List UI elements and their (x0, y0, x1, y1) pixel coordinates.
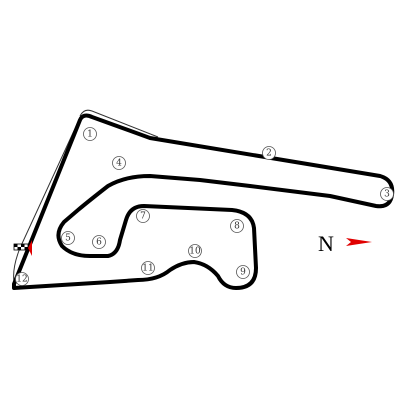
turn-number: 2 (266, 149, 272, 159)
compass-letter: N (318, 231, 334, 256)
turn-marker-1: 1 (83, 127, 97, 141)
turn-circle (112, 156, 126, 170)
race-track (12, 113, 395, 290)
turn-number: 10 (189, 247, 201, 257)
turn-marker-4: 4 (112, 156, 126, 170)
turn-circle (15, 272, 29, 286)
start-finish-marker (13, 240, 32, 256)
turn-circle (236, 265, 250, 279)
turn-marker-8: 8 (230, 219, 244, 233)
compass: N (318, 231, 372, 256)
turn-number: 12 (16, 275, 27, 285)
turn-number: 5 (65, 234, 71, 244)
turn-marker-9: 9 (236, 265, 250, 279)
turn-circle (136, 209, 150, 223)
turn-circle (92, 235, 106, 249)
turn-marker-5: 5 (61, 231, 75, 245)
turn-circle (262, 146, 276, 160)
turn-number: 11 (142, 264, 153, 274)
turn-marker-12: 12 (15, 272, 29, 286)
turn-circle (61, 231, 75, 245)
turn-circle (380, 187, 394, 201)
turn-marker-3: 3 (380, 187, 394, 201)
turn-circle (188, 244, 202, 258)
turn-marker-6: 6 (92, 235, 106, 249)
north-arrow-icon (346, 238, 372, 246)
turn-number: 1 (87, 130, 93, 140)
turn-marker-2: 2 (262, 146, 276, 160)
turn-number: 3 (384, 190, 390, 200)
turn-marker-7: 7 (136, 209, 150, 223)
turn-circle (141, 261, 155, 275)
turn-circle (83, 127, 97, 141)
turn-circle (230, 219, 244, 233)
turn-number: 4 (116, 159, 122, 169)
turn-number: 9 (240, 268, 246, 278)
turn-number: 7 (140, 212, 146, 222)
turn-marker-10: 10 (188, 244, 202, 258)
turn-marker-11: 11 (141, 261, 155, 275)
pit-lane (79, 109, 159, 138)
turn-number: 8 (234, 222, 240, 232)
turn-number: 6 (96, 238, 102, 248)
